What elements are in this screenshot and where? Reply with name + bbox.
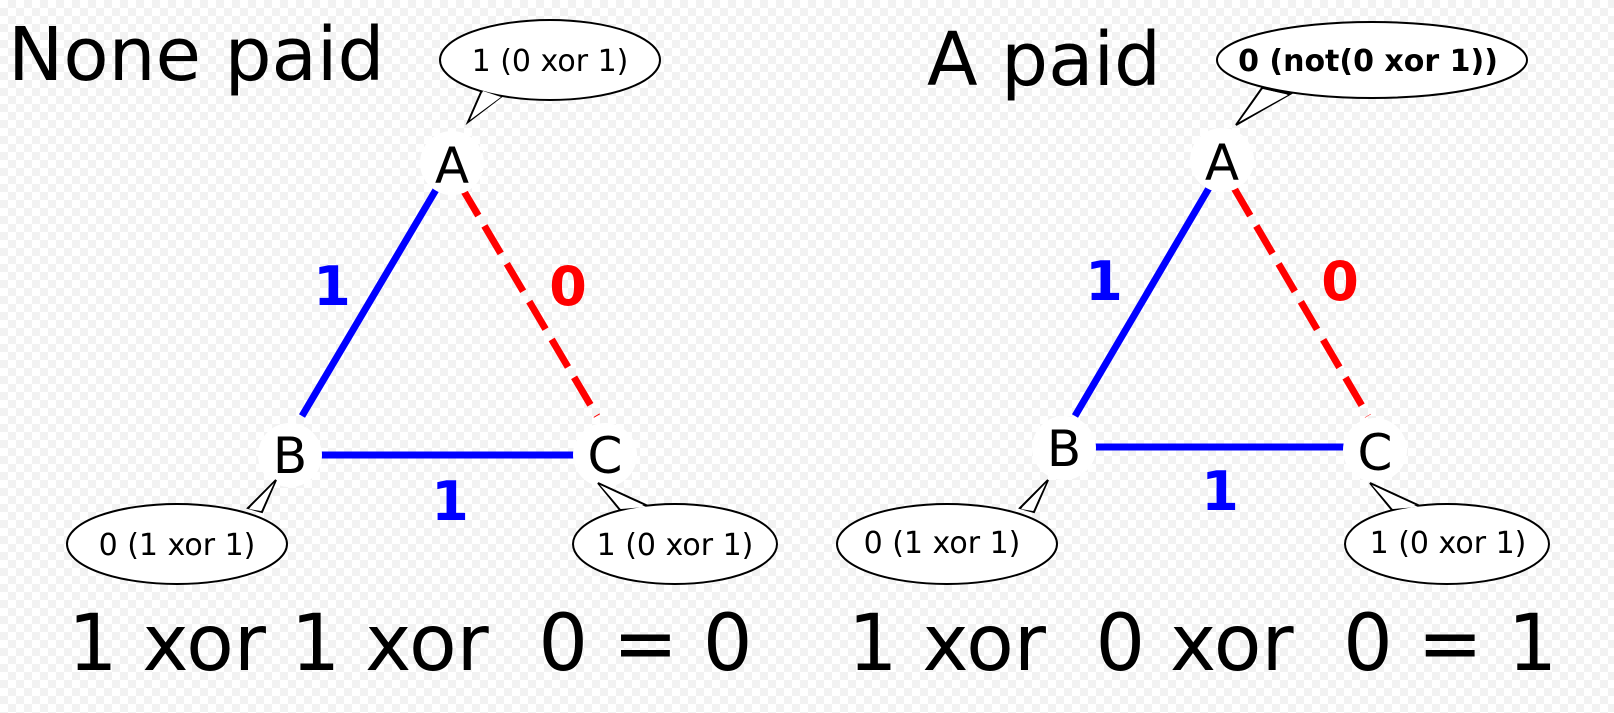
bubble-text-a: 0 (not(0 xor 1)) — [1238, 44, 1498, 79]
bubble-text-c: 1 (0 xor 1) — [1370, 526, 1527, 561]
panel-none-paid: None paid 1 0 1 A B C 1 (0 xor 1) 0 (1 x… — [8, 12, 778, 689]
node-b-backdrop — [258, 423, 322, 487]
edge-label-ab: 1 — [313, 255, 351, 318]
bubble-text-c: 1 (0 xor 1) — [597, 528, 754, 563]
node-b-backdrop — [1032, 416, 1096, 480]
speech-bubble-c: 1 (0 xor 1) — [1344, 482, 1550, 585]
edge-ab — [1071, 186, 1213, 418]
speech-bubble-b: 0 (1 xor 1) — [836, 479, 1058, 585]
edge-ac — [1230, 186, 1372, 418]
edge-label-ac: 0 — [549, 255, 587, 318]
node-b: B — [273, 427, 307, 485]
edge-ab — [298, 186, 441, 418]
node-a-backdrop — [420, 131, 484, 195]
edge-label-ac: 0 — [1321, 250, 1359, 313]
xor-equation: 1 xor 0 xor 0 = 1 — [848, 599, 1557, 689]
bubble-text-b: 0 (1 xor 1) — [864, 526, 1021, 561]
edge-ac — [458, 186, 601, 418]
speech-bubble-b: 0 (1 xor 1) — [66, 479, 288, 585]
panel-title: A paid — [927, 17, 1161, 103]
bubble-text-a: 1 (0 xor 1) — [472, 44, 629, 79]
node-c: C — [1358, 424, 1393, 482]
edge-label-ab: 1 — [1085, 250, 1123, 313]
node-a: A — [1205, 134, 1239, 192]
edge-label-bc: 1 — [1201, 460, 1239, 523]
node-c: C — [588, 427, 623, 485]
xor-equation: 1 xor 1 xor 0 = 0 — [68, 599, 753, 689]
speech-bubble-c: 1 (0 xor 1) — [572, 482, 778, 585]
node-a: A — [435, 137, 469, 195]
panel-title: None paid — [8, 12, 384, 98]
node-b: B — [1047, 420, 1081, 478]
node-a-backdrop — [1190, 128, 1254, 192]
speech-bubble-a: 1 (0 xor 1) — [439, 19, 661, 126]
speech-bubble-a: 0 (not(0 xor 1)) — [1216, 21, 1528, 126]
bubble-text-b: 0 (1 xor 1) — [99, 528, 256, 563]
edge-label-bc: 1 — [431, 470, 469, 533]
node-c-backdrop — [1343, 418, 1407, 482]
panel-a-paid: A paid 1 0 1 A B C 0 (not(0 xor 1)) 0 (1… — [836, 17, 1557, 689]
node-c-backdrop — [573, 423, 637, 487]
